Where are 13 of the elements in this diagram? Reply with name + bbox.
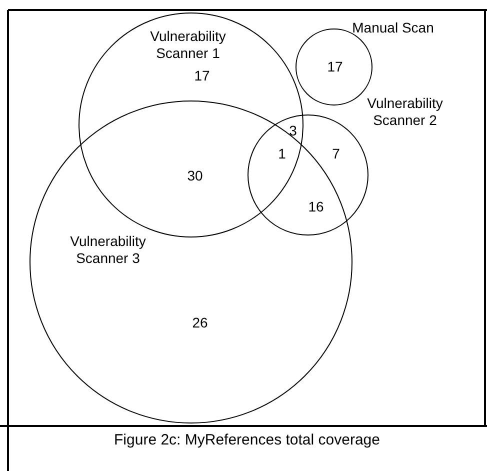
region-count: 17 <box>327 58 343 76</box>
region-count: 16 <box>308 198 324 216</box>
region-count: 17 <box>194 68 210 84</box>
set-label: Vulnerability Scanner 3 <box>69 233 147 267</box>
region-count: 3 <box>289 122 297 140</box>
set-label: Vulnerability Scanner 1 <box>149 28 227 62</box>
set-label: Manual Scan <box>351 20 435 36</box>
region-count: 7 <box>332 146 340 162</box>
region-count: 26 <box>192 314 208 332</box>
set-label: Vulnerability Scanner 2 <box>366 95 444 129</box>
figure-caption: Figure 2c: MyReferences total coverage <box>114 432 380 448</box>
region-count: 1 <box>278 146 286 162</box>
region-count: 30 <box>187 168 203 184</box>
